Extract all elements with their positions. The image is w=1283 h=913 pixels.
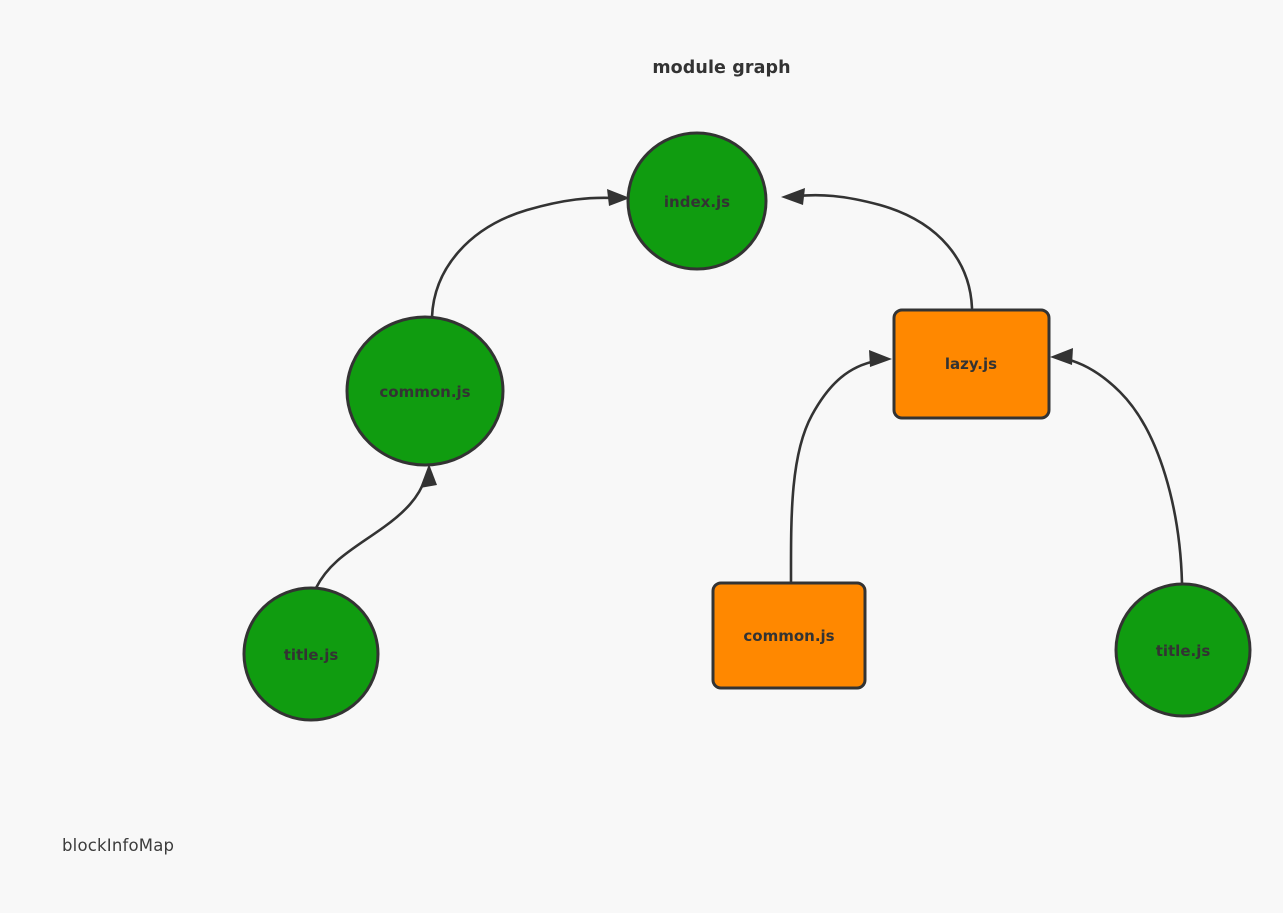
node-shape-ellipse [242, 586, 380, 722]
edge-path [314, 477, 427, 590]
arrowhead-icon [607, 189, 630, 206]
edge-title-right-to-lazy[interactable] [1050, 348, 1184, 585]
node-index-js[interactable]: index.js [626, 131, 768, 271]
node-shape-ellipse [626, 131, 768, 271]
edge-path [430, 196, 617, 319]
arrowhead-icon [869, 350, 892, 367]
arrowhead-icon [1050, 348, 1073, 365]
node-common-js-green[interactable]: common.js [345, 315, 505, 467]
edge-common-to-index[interactable] [430, 189, 630, 319]
edge-layer [314, 188, 1184, 590]
node-lazy-js[interactable]: lazy.js [892, 308, 1051, 420]
node-common-js-orange[interactable]: common.js [711, 581, 867, 690]
block-info-map-label: blockInfoMap [62, 836, 175, 855]
edge-path [789, 359, 878, 583]
edge-path [1064, 357, 1184, 585]
edge-common-orange-to-lazy[interactable] [789, 350, 892, 583]
node-layer: index.js common.js title.js lazy.js comm… [242, 131, 1252, 722]
edge-lazy-to-index[interactable] [781, 188, 974, 310]
node-shape-ellipse [1114, 582, 1252, 718]
node-shape-rect [711, 581, 867, 690]
node-shape-rect [892, 308, 1051, 420]
node-title-js-left[interactable]: title.js [242, 586, 380, 722]
edge-title-to-common[interactable] [314, 464, 437, 590]
arrowhead-icon [420, 464, 437, 488]
node-title-js-right[interactable]: title.js [1114, 582, 1252, 718]
edge-path [795, 193, 974, 310]
arrowhead-icon [781, 188, 805, 205]
node-shape-ellipse [345, 315, 505, 467]
page-title: module graph [0, 58, 1283, 78]
page-title-text: module graph [652, 58, 791, 78]
